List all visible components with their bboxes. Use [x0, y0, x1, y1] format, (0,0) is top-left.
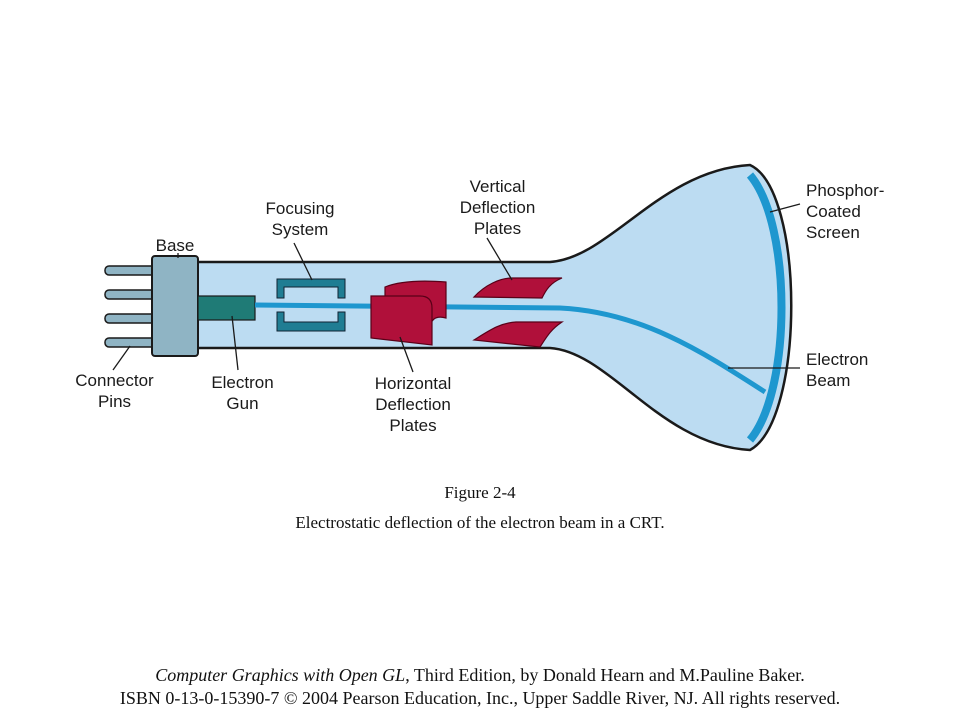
label-line: Connector — [75, 371, 154, 390]
label-line: Phosphor- — [806, 181, 885, 200]
leader-line — [399, 336, 414, 373]
tube-base — [151, 255, 199, 357]
figure-number: Figure 2-4 — [444, 483, 516, 502]
label-focusing-system: Focusing System — [250, 198, 350, 240]
label-base: Base — [150, 235, 200, 256]
horizontal-plate-front — [370, 295, 433, 346]
leader-line — [231, 315, 239, 371]
connector-pin — [104, 313, 156, 324]
figure-caption: Electrostatic deflection of the electron… — [295, 513, 665, 532]
label-line: Deflection — [375, 395, 451, 414]
label-line: System — [271, 220, 329, 239]
label-line: Electron — [211, 373, 274, 392]
label-line: Deflection — [459, 198, 536, 217]
focusing-plate-bottom — [276, 311, 346, 332]
vertical-deflection-plates — [472, 277, 564, 348]
label-line: Focusing — [265, 199, 335, 218]
label-electron-gun: Electron Gun — [195, 372, 290, 414]
label-line: Coated — [806, 202, 861, 221]
label-line: Vertical — [469, 177, 526, 196]
label-line: Pins — [97, 392, 132, 411]
label-line: Electron — [806, 350, 869, 369]
label-connector-pins: Connector Pins — [62, 370, 167, 412]
label-line: Gun — [226, 394, 259, 413]
label-line: Plates — [389, 416, 437, 435]
leader-line — [486, 237, 513, 281]
leader-line — [112, 345, 131, 371]
vertical-plate-bottom — [472, 321, 564, 348]
label-vertical-deflection-plates: Vertical Deflection Plates — [445, 176, 550, 239]
focusing-system — [276, 278, 346, 332]
label-horizontal-deflection-plates: Horizontal Deflection Plates — [358, 373, 468, 436]
leader-lines — [112, 203, 801, 373]
label-line: Screen — [806, 223, 860, 242]
connector-pin — [104, 289, 156, 300]
horizontal-deflection-plates — [370, 280, 447, 346]
phosphor-screen — [746, 172, 786, 443]
label-phosphor-coated-screen: Phosphor- Coated Screen — [806, 180, 916, 243]
leader-line — [769, 203, 801, 213]
footer-line-1-rest: , Third Edition, by Donald Hearn and M.P… — [405, 665, 805, 685]
footer-line-2: ISBN 0-13-0-15390-7 © 2004 Pearson Educa… — [119, 688, 841, 708]
label-line: Horizontal — [374, 374, 452, 393]
focusing-plate-top — [276, 278, 346, 299]
vertical-plate-top — [472, 277, 563, 299]
connector-pin — [104, 265, 156, 276]
connector-pins — [104, 265, 156, 348]
label-electron-beam: Electron Beam — [806, 349, 906, 391]
leader-line — [293, 242, 313, 281]
label-base-text: Base — [155, 236, 195, 255]
label-line: Plates — [473, 219, 522, 238]
footer-line-1: Computer Graphics with Open GL, Third Ed… — [40, 665, 920, 686]
electron-gun — [197, 295, 256, 321]
book-title: Computer Graphics with Open GL — [155, 665, 406, 685]
label-line: Beam — [806, 371, 851, 390]
connector-pin — [104, 337, 156, 348]
electron-beam — [254, 302, 767, 395]
